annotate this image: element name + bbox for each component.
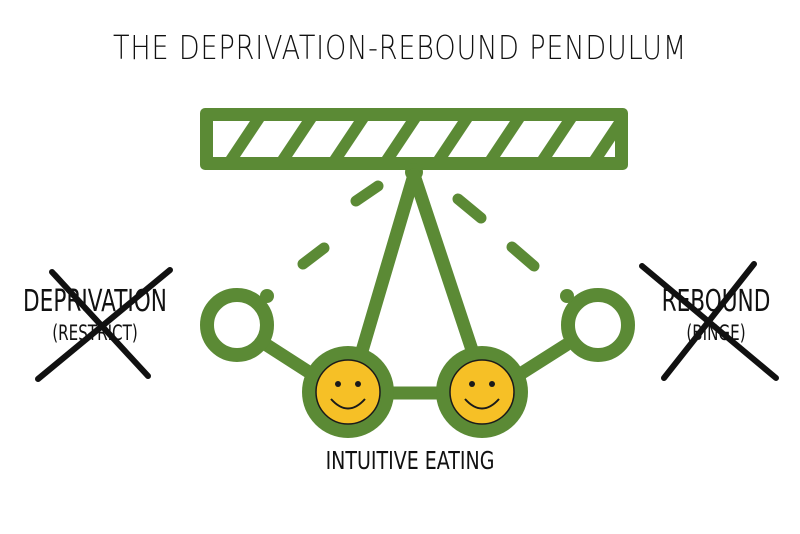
- intuitive-eating-label: INTUITIVE EATING: [325, 446, 495, 475]
- cross-out-icon: [639, 261, 779, 381]
- smiley-face-icon: [302, 346, 394, 438]
- hatched-support-bar: [200, 108, 628, 181]
- cross-out-icon: [35, 267, 173, 382]
- diagram-title: THE DEPRIVATION-REBOUND PENDULUM: [113, 28, 687, 67]
- left-swing-ball: [200, 288, 274, 362]
- swing-motion-dashes: [297, 180, 540, 272]
- right-swing-ball: [560, 288, 635, 362]
- pendulum-strings: [255, 168, 573, 400]
- smiley-face-icon: [436, 346, 528, 438]
